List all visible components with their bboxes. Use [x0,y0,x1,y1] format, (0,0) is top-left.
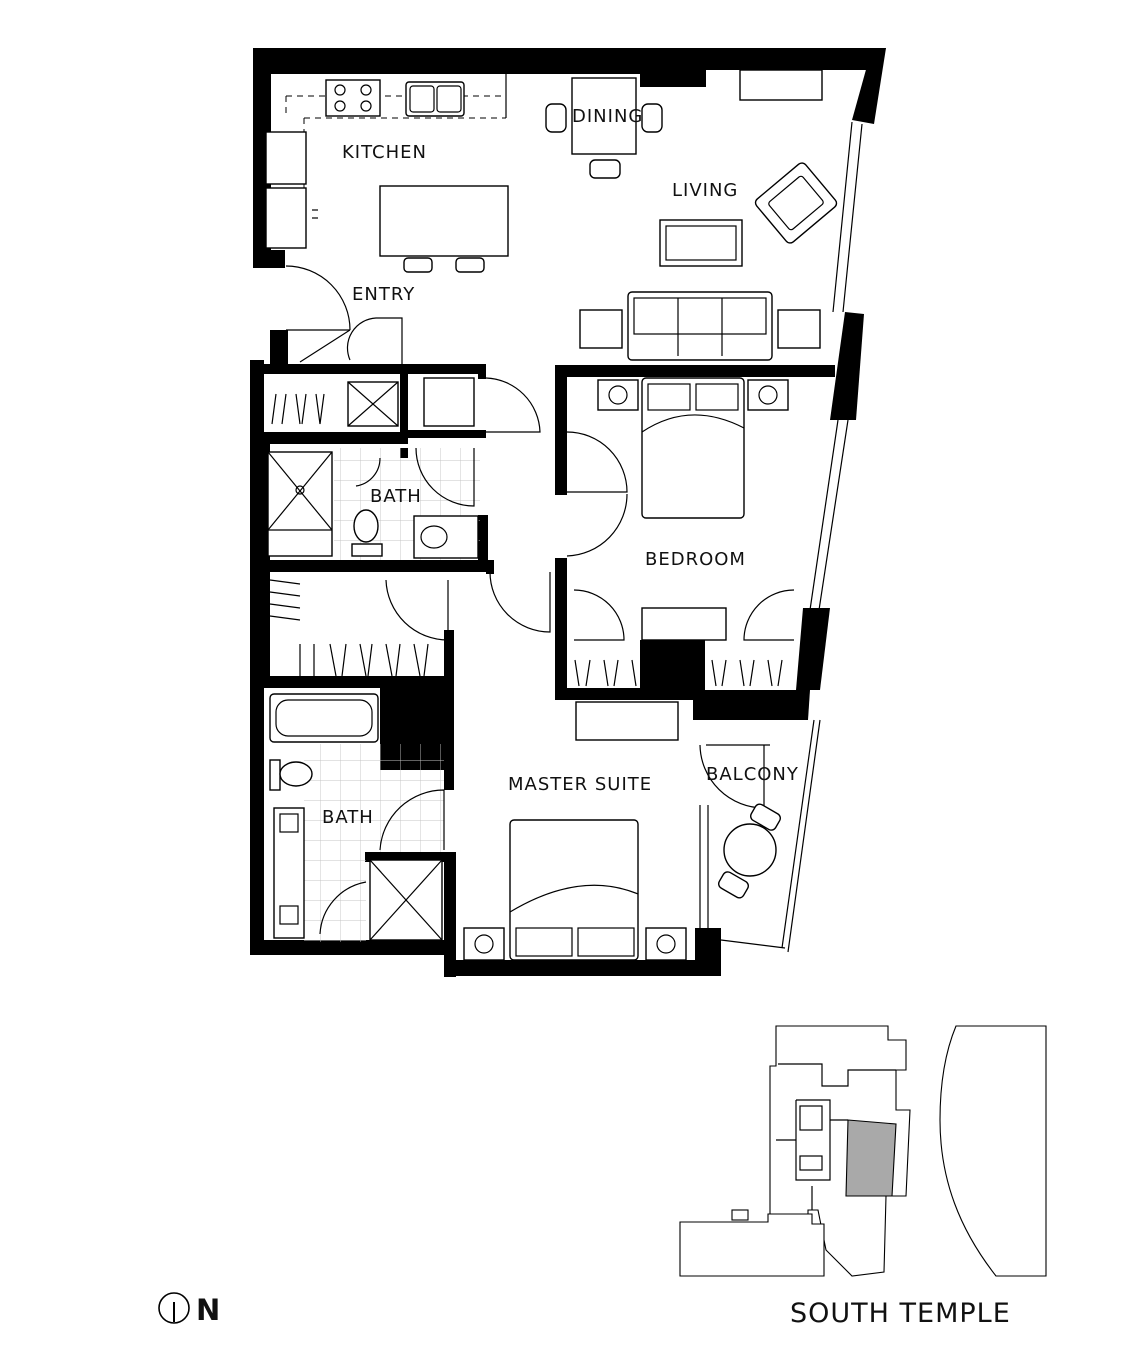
entry-label: ENTRY [352,284,415,305]
kitchen-fixtures [265,74,509,273]
room-labels: KITCHEN DINING LIVING ENTRY BATH BEDROOM… [322,106,799,828]
bath-1-label: BATH [370,486,422,507]
living-label: LIVING [672,180,738,201]
highlighted-unit [845,1119,897,1197]
walls [250,48,886,977]
balcony-furniture [718,803,781,899]
bath-1-fixtures [267,447,480,560]
north-label: N [196,1293,220,1327]
master-suite-furniture [463,744,765,961]
balcony-label: BALCONY [706,764,799,785]
entry-doors [271,265,541,433]
bath-2-label: BATH [322,807,374,828]
living-furniture [579,162,838,361]
north-arrow-icon [158,1292,190,1324]
building-name: SOUTH TEMPLE [790,1298,1011,1329]
bedroom-label: BEDROOM [645,549,746,570]
hall-closet [269,571,551,677]
dining-table [545,69,823,179]
window-glazing [699,121,863,953]
bath-2-fixtures [269,693,445,942]
dining-label: DINING [572,106,643,127]
master-suite-label: MASTER SUITE [508,774,652,795]
building-key-plan [679,1025,1047,1277]
kitchen-label: KITCHEN [342,142,427,163]
bedroom-furniture [566,377,795,741]
